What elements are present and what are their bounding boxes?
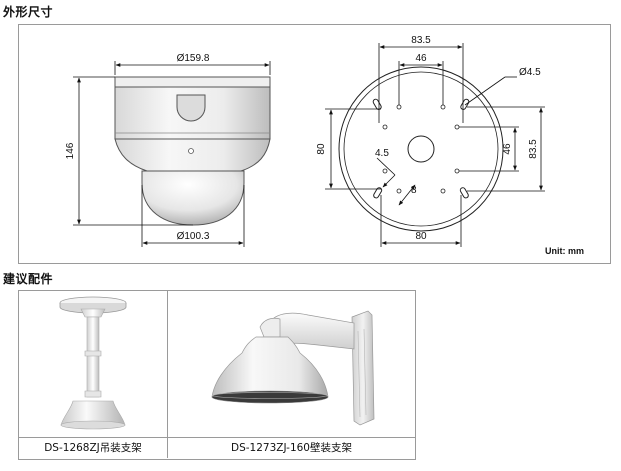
dimension-drawing: Ø159.8 146 Ø100.3 (65, 35, 610, 263)
accessory-caption-ceiling-mount: DS-1268ZJ吊装支架 (19, 438, 168, 458)
top-view-dimensions: 83.5 46 Ø4.5 80 46 83.5 (316, 35, 545, 247)
slot-length-label: 8 (411, 185, 417, 196)
height-label: 146 (65, 142, 76, 159)
accessory-caption-wall-mount: DS-1273ZJ-160壁装支架 (230, 442, 352, 454)
accessory-cell-ceiling-mount (19, 291, 168, 438)
width-inner-label: 46 (415, 53, 427, 64)
accessory-cell-wall-mount (168, 291, 415, 438)
dome-cover (142, 171, 244, 225)
camera-side-view (115, 77, 270, 225)
bottom-diameter-label: Ø100.3 (177, 231, 210, 242)
dimension-drawing-panel: Ø159.8 146 Ø100.3 (18, 24, 611, 264)
slot-width-label: 4.5 (375, 148, 389, 159)
center-hole (408, 136, 434, 162)
width-outer-label: 83.5 (411, 35, 431, 46)
wall-mount-bracket-image (168, 291, 415, 437)
hole-diameter-label: Ø4.5 (519, 67, 541, 78)
height-left-label: 80 (316, 143, 327, 155)
top-diameter-label: Ø159.8 (177, 53, 210, 64)
accessories-table: DS-1268ZJ吊装支架 DS-1273ZJ-160壁装支架 (18, 290, 416, 460)
dimensions-section-title: 外形尺寸 (3, 5, 54, 19)
mounting-base-top-view (339, 67, 503, 231)
side-view-dimensions: Ø159.8 146 Ø100.3 (65, 53, 270, 247)
ceiling-mount-bracket-image (19, 291, 167, 437)
unit-label: Unit: mm (545, 246, 584, 256)
accessories-section-title: 建议配件 (3, 272, 54, 286)
height-outer-right-label: 83.5 (528, 139, 539, 159)
height-inner-right-label: 46 (502, 143, 513, 155)
bottom-width-label: 80 (415, 231, 427, 242)
cable-entry-icon (177, 95, 205, 121)
